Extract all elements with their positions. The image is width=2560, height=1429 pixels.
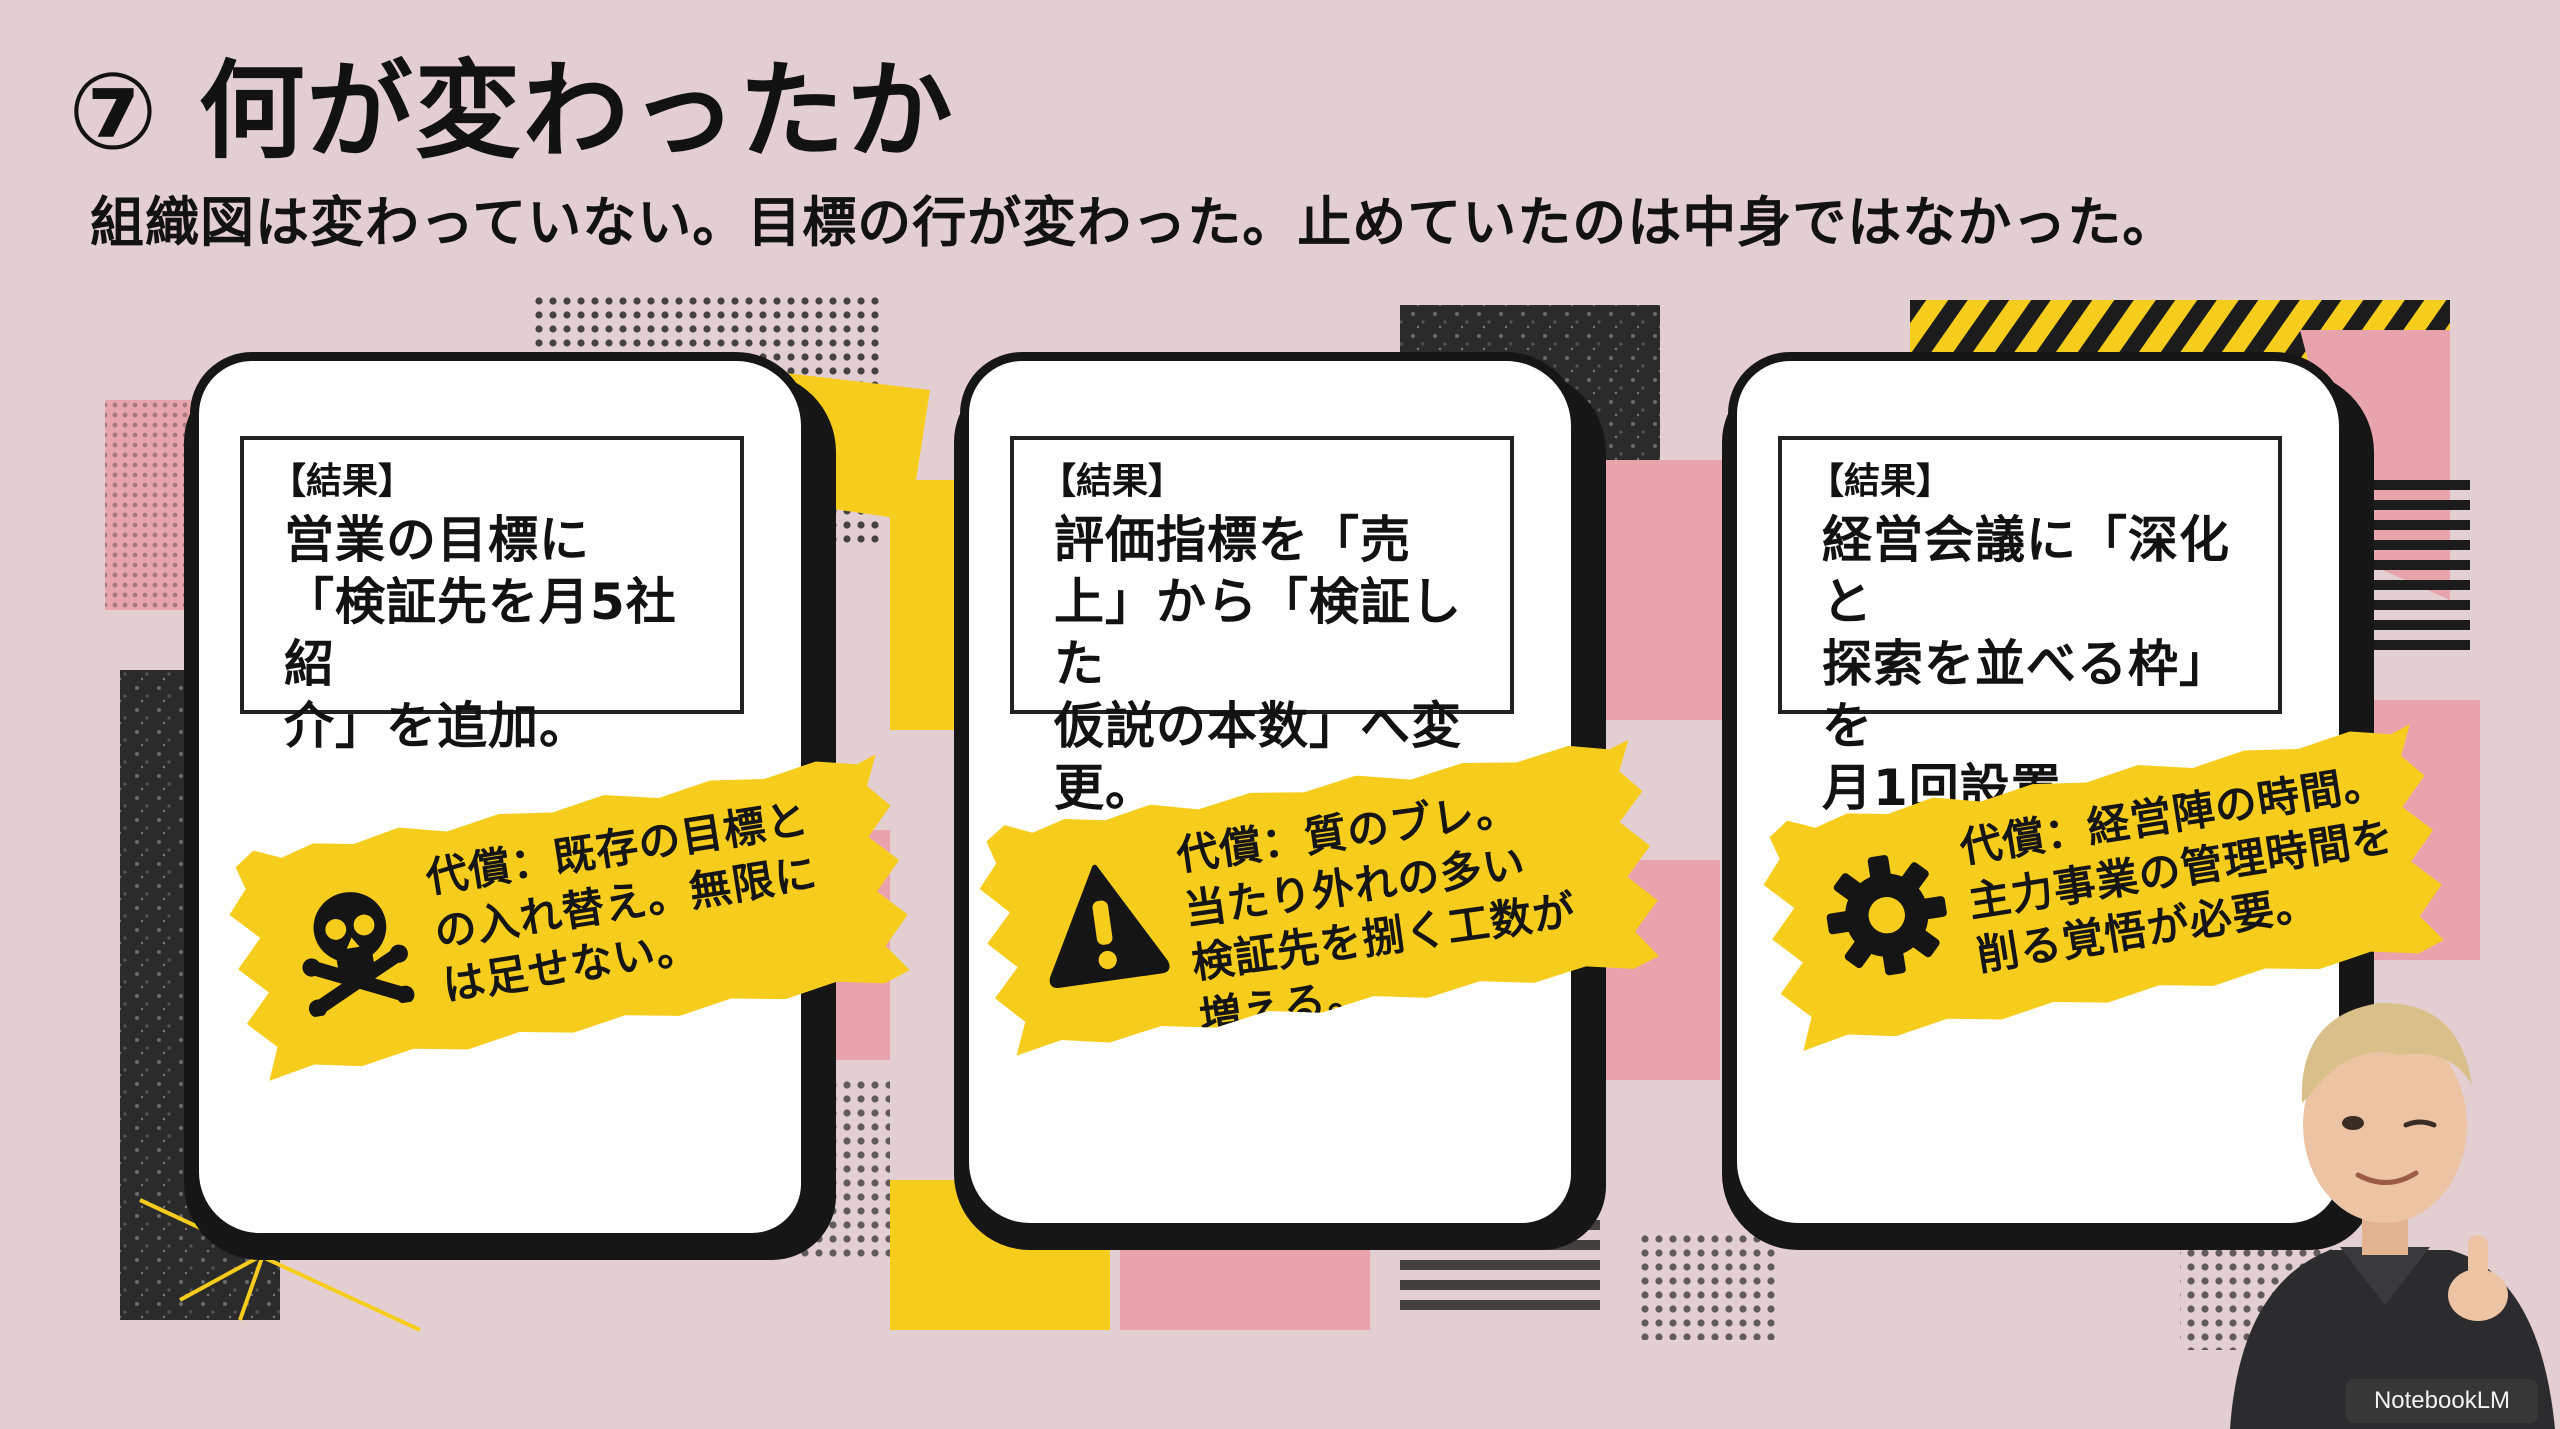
result-label: 【結果】 (1040, 461, 1185, 502)
notebooklm-watermark: NotebookLM (2346, 1379, 2538, 1423)
cost-tape: 代償：質のブレ。 当たり外れの多い 検証先を捌く工数が 増える。 (971, 736, 1666, 1057)
presenter-avatar (2230, 1002, 2555, 1429)
paper-scrap (1640, 1230, 1780, 1340)
cost-text: 代償：既存の目標と の入れ替え。無限に は足せない。 (422, 793, 821, 1011)
result-box: 【結果】 営業の目標に 「検証先を月5社紹 介」を追加。 (240, 436, 744, 755)
result-box: 【結果】 経営会議に「深化と 探索を並べる枠」を 月1回設置。 (1778, 436, 2282, 817)
cost-tape: 代償：既存の目標と の入れ替え。無限に は足せない。 (220, 751, 918, 1083)
warning-triangle-icon (1029, 848, 1176, 995)
result-card-1: 【結果】 営業の目標に 「検証先を月5社紹 介」を追加。 代償：既存の目標と の… (184, 352, 810, 1260)
skull-crossbones-icon (278, 871, 427, 1020)
result-text: 評価指標を「売 上」から「検証した 仮説の本数」へ変更。 (1054, 511, 1462, 818)
result-text: 営業の目標に 「検証先を月5社紹 介」を追加。 (284, 511, 677, 756)
result-card-3: 【結果】 経営会議に「深化と 探索を並べる枠」を 月1回設置。 代償：経営陣の時… (1722, 352, 2348, 1250)
result-box: 【結果】 評価指標を「売 上」から「検証した 仮説の本数」へ変更。 (1010, 436, 1514, 817)
result-label: 【結果】 (1808, 461, 1953, 502)
slide-subtitle: 組織図は変わっていない。目標の行が変わった。止めていたのは中身ではなかった。 (90, 191, 2178, 254)
gear-icon (1812, 841, 1961, 990)
slide-title: ⑦ 何が変わったか (68, 50, 955, 173)
result-card-2: 【結果】 評価指標を「売 上」から「検証した 仮説の本数」へ変更。 代償：質のブ… (954, 352, 1580, 1250)
cost-text: 代償：経営陣の時間。 主力事業の管理時間を 削る覚悟が必要。 (1956, 756, 2398, 981)
cost-tape: 代償：経営陣の時間。 主力事業の管理時間を 削る覚悟が必要。 (1754, 721, 2452, 1053)
result-label: 【結果】 (270, 461, 415, 502)
